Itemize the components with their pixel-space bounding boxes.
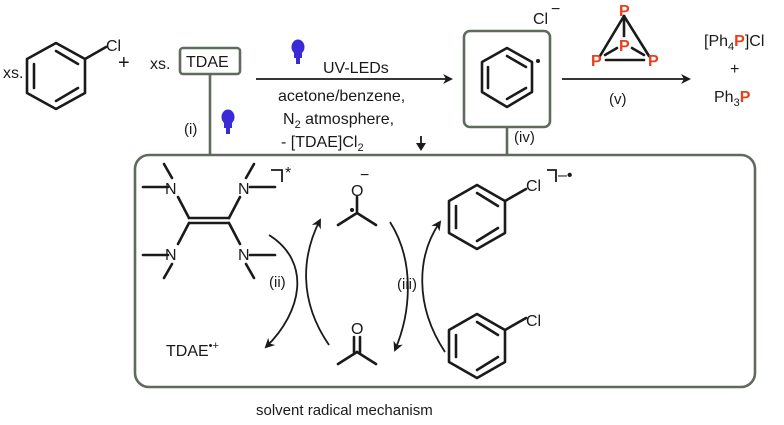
phenyl-radical-box bbox=[462, 29, 552, 129]
mechanism-caption: solvent radical mechanism bbox=[256, 402, 433, 419]
ketyl-charge: − bbox=[360, 167, 369, 184]
mechanism-box bbox=[133, 153, 757, 389]
excited-state-star: * bbox=[285, 165, 291, 182]
product-phosphonium: [Ph4P]Cl bbox=[704, 33, 764, 53]
acetone-radical-anion bbox=[336, 195, 378, 227]
phenyl-radical bbox=[480, 46, 540, 109]
chloride-counterion: Cl bbox=[533, 11, 548, 28]
radical-anion-bracket bbox=[547, 169, 557, 182]
ketyl-oxygen: O bbox=[351, 183, 363, 200]
tdae-excited-structure bbox=[141, 162, 277, 280]
cycle-iii-arc-right bbox=[421, 220, 446, 353]
tdae-n-3: N bbox=[238, 181, 250, 198]
step-i-label: (i) bbox=[184, 121, 197, 138]
acetone-oxygen: O bbox=[351, 321, 363, 338]
step-v-label: (v) bbox=[609, 91, 627, 108]
products-plus: + bbox=[730, 61, 739, 78]
chlorobenzene-cl: Cl bbox=[106, 38, 121, 55]
radical-anion-cl: Cl bbox=[526, 178, 541, 195]
step-iii-label: (iii) bbox=[397, 276, 417, 293]
conditions-line4: - [TDAE]Cl2 bbox=[281, 134, 364, 154]
led-bulb-icon bbox=[221, 109, 235, 134]
tdae-n-2: N bbox=[165, 247, 177, 264]
p4-atom-top: P bbox=[619, 3, 630, 20]
cycle-ii-arc-right bbox=[305, 218, 330, 346]
xs-label-1: xs. bbox=[3, 65, 23, 82]
cycle-iii-arc-left bbox=[389, 221, 409, 352]
xs-label-2: xs. bbox=[150, 56, 170, 73]
chlorobenzene-radical-anion bbox=[447, 183, 528, 251]
cycle-ii-arc-left bbox=[264, 234, 299, 349]
step-iv-label: (iv) bbox=[514, 129, 535, 146]
led-bulb-icon bbox=[291, 39, 305, 64]
precipitate-arrow bbox=[416, 136, 426, 151]
conditions-line3: N2 atmosphere, bbox=[283, 111, 394, 131]
p4-atom-right: P bbox=[648, 53, 659, 70]
radical-anion-charge: –• bbox=[558, 167, 573, 184]
conditions-line1: UV-LEDs bbox=[323, 60, 389, 77]
tdae-radical-cation: TDAE•+ bbox=[166, 340, 219, 360]
acetone bbox=[336, 335, 378, 366]
tdae-n-4: N bbox=[238, 247, 250, 264]
step-ii-label: (ii) bbox=[269, 274, 286, 291]
excited-state-bracket bbox=[271, 169, 283, 182]
chlorobenzene-mechanism-cl: Cl bbox=[526, 313, 541, 330]
tdae-label: TDAE bbox=[186, 54, 229, 71]
conditions-line2: acetone/benzene, bbox=[278, 88, 405, 105]
p4-atom-center: P bbox=[619, 38, 630, 55]
chlorobenzene-reagent bbox=[25, 41, 108, 111]
chlorobenzene-mechanism bbox=[447, 312, 528, 380]
white-phosphorus: P P P P bbox=[591, 3, 659, 70]
product-phosphine: Ph3P bbox=[714, 89, 751, 109]
p4-atom-left: P bbox=[591, 53, 602, 70]
chloride-charge: − bbox=[551, 1, 560, 18]
plus-sign: + bbox=[118, 52, 130, 74]
tdae-n-1: N bbox=[165, 181, 177, 198]
